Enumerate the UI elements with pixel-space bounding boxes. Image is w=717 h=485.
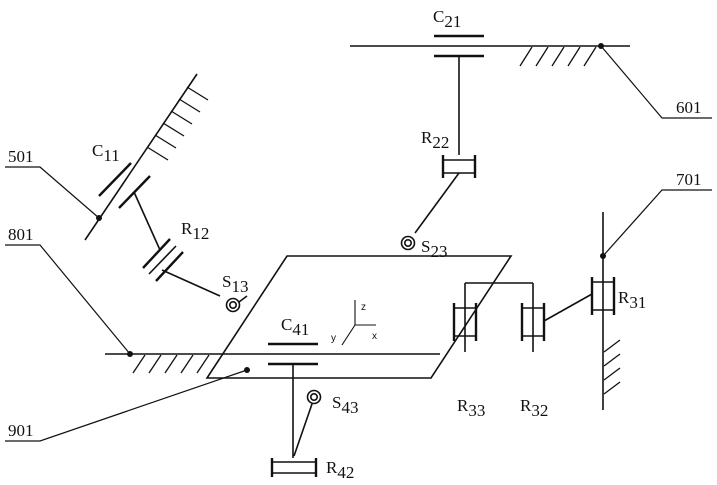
ground-801 — [105, 351, 440, 373]
axis-label-x: x — [372, 331, 377, 342]
label-r33: R33 — [457, 396, 485, 420]
label-r22: R22 — [421, 128, 449, 152]
joint-c11 — [99, 163, 150, 208]
label-s43: S43 — [332, 393, 358, 417]
joint-s23 — [402, 237, 415, 250]
leader-901 — [5, 370, 247, 441]
label-r31: R31 — [618, 288, 646, 312]
label-c41: C41 — [281, 315, 309, 339]
callout-701: 701 — [676, 170, 702, 189]
callout-leaders — [5, 46, 712, 441]
joint-r12 — [134, 192, 220, 296]
label-s13: S13 — [222, 272, 248, 296]
joint-s13 — [227, 296, 248, 312]
coordinate-axes: z x y — [331, 300, 377, 345]
ground-601 — [350, 43, 630, 66]
joint-labels: C21 R22 S23 C11 R12 S13 R31 R32 R33 C41 … — [92, 7, 646, 482]
leader-701 — [603, 190, 712, 256]
label-s23: S23 — [421, 237, 447, 261]
axis-label-z: z — [361, 302, 366, 313]
label-r12: R12 — [181, 219, 209, 243]
axis-label-y: y — [331, 333, 336, 344]
leader-801 — [5, 245, 130, 354]
ground-701 — [600, 212, 620, 410]
leader-501 — [5, 167, 99, 218]
label-c11: C11 — [92, 141, 120, 165]
callout-801: 801 — [8, 225, 34, 244]
joint-r32 — [522, 283, 544, 352]
label-c21: C21 — [433, 7, 461, 31]
label-r42: R42 — [326, 458, 354, 482]
joint-r42 — [272, 458, 316, 477]
callout-901: 901 — [8, 421, 34, 440]
label-r32: R32 — [520, 396, 548, 420]
callout-601: 601 — [676, 98, 702, 117]
callout-501: 501 — [8, 147, 34, 166]
